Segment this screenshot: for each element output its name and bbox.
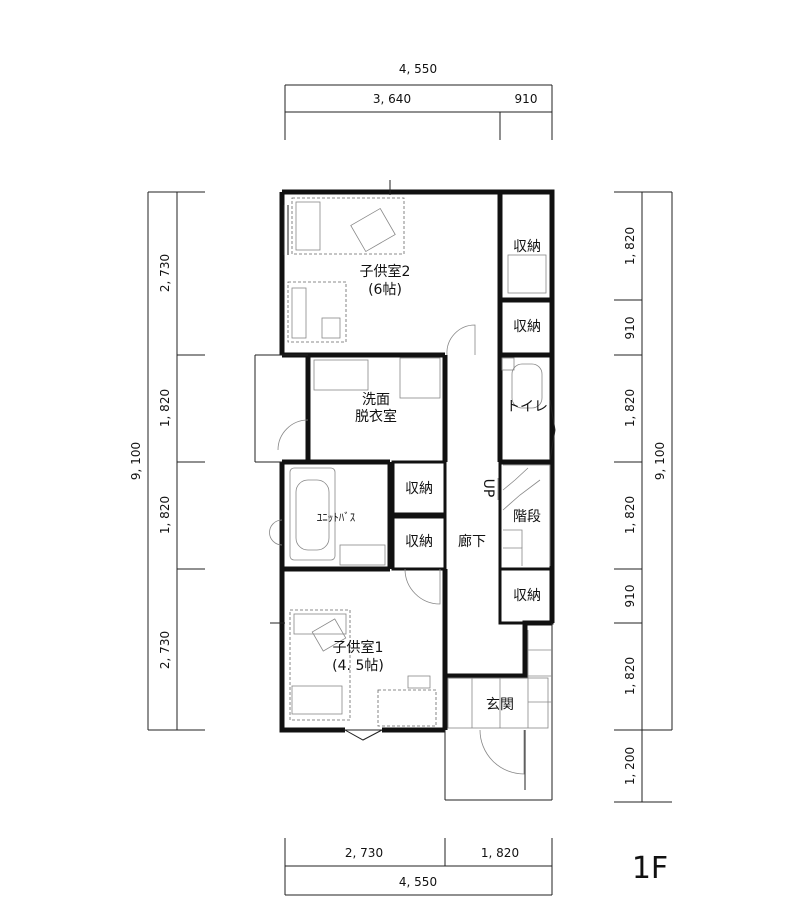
dim-bottom-right: 1, 820 bbox=[481, 846, 519, 860]
bottom-dimensions: 2, 730 1, 820 4, 550 bbox=[284, 838, 553, 896]
dim-right-seg-7: 1, 200 bbox=[623, 747, 637, 785]
label-up: UP bbox=[480, 479, 496, 498]
fixtures-wet-areas bbox=[289, 254, 547, 566]
left-dimensions: 9, 100 2, 730 1, 820 1, 820 2, 730 bbox=[129, 191, 205, 731]
furniture-child-room-1 bbox=[270, 609, 437, 727]
label-stairs: 階段 bbox=[513, 509, 541, 525]
label-child-room-2-size: (6帖) bbox=[368, 282, 402, 298]
dim-right-seg-1: 1, 820 bbox=[623, 227, 637, 265]
doors bbox=[269, 324, 553, 801]
dim-top-total: 4, 550 bbox=[399, 62, 437, 76]
label-washroom-line2: 脱衣室 bbox=[355, 408, 397, 425]
dim-right-total: 9, 100 bbox=[653, 442, 667, 480]
dim-right-seg-5: 910 bbox=[623, 585, 637, 608]
dim-right-seg-6: 1, 820 bbox=[623, 657, 637, 695]
furniture-child-room-2 bbox=[287, 180, 405, 343]
dim-left-seg-2: 1, 820 bbox=[158, 389, 172, 427]
label-unit-bath: ﾕﾆｯﾄﾊﾞｽ bbox=[317, 511, 356, 524]
floor-label: 1F bbox=[632, 851, 668, 886]
top-dimensions: 4, 550 3, 640 910 bbox=[284, 62, 553, 140]
walls bbox=[279, 189, 555, 733]
label-storage-top-1: 収納 bbox=[513, 239, 541, 255]
label-entrance: 玄関 bbox=[486, 696, 514, 713]
windows bbox=[254, 205, 556, 741]
dim-right-seg-4: 1, 820 bbox=[623, 496, 637, 534]
label-child-room-1: 子供室1 bbox=[333, 639, 384, 656]
dim-left-seg-1: 2, 730 bbox=[158, 254, 172, 292]
dim-top-right: 910 bbox=[515, 92, 538, 106]
dim-top-left: 3, 640 bbox=[373, 92, 411, 106]
entrance-tiles bbox=[447, 630, 552, 729]
label-child-room-2: 子供室2 bbox=[360, 263, 411, 280]
label-storage-mid-1: 収納 bbox=[405, 481, 433, 497]
dim-left-seg-3: 1, 820 bbox=[158, 496, 172, 534]
stairs-graphic bbox=[497, 464, 551, 566]
label-storage-bottom: 収納 bbox=[513, 588, 541, 604]
room-labels: 子供室2 (6帖) 収納 収納 洗面 脱衣室 トイレ ﾕﾆｯﾄﾊﾞｽ 収納 収納… bbox=[317, 239, 548, 713]
label-storage-top-2: 収納 bbox=[513, 319, 541, 335]
dim-left-total: 9, 100 bbox=[129, 442, 143, 480]
label-hallway: 廊下 bbox=[458, 533, 486, 550]
label-toilet: トイレ bbox=[506, 399, 548, 415]
dim-bottom-left: 2, 730 bbox=[345, 846, 383, 860]
dim-left-seg-4: 2, 730 bbox=[158, 631, 172, 669]
dim-right-seg-3: 1, 820 bbox=[623, 389, 637, 427]
label-washroom-line1: 洗面 bbox=[362, 392, 390, 408]
dim-bottom-total: 4, 550 bbox=[399, 875, 437, 889]
label-child-room-1-size: (4. 5帖) bbox=[332, 658, 384, 674]
dim-right-seg-2: 910 bbox=[623, 317, 637, 340]
label-storage-mid-2: 収納 bbox=[405, 534, 433, 550]
right-dimensions: 9, 100 1, 820 910 1, 820 1, 820 910 1, 8… bbox=[614, 191, 673, 803]
